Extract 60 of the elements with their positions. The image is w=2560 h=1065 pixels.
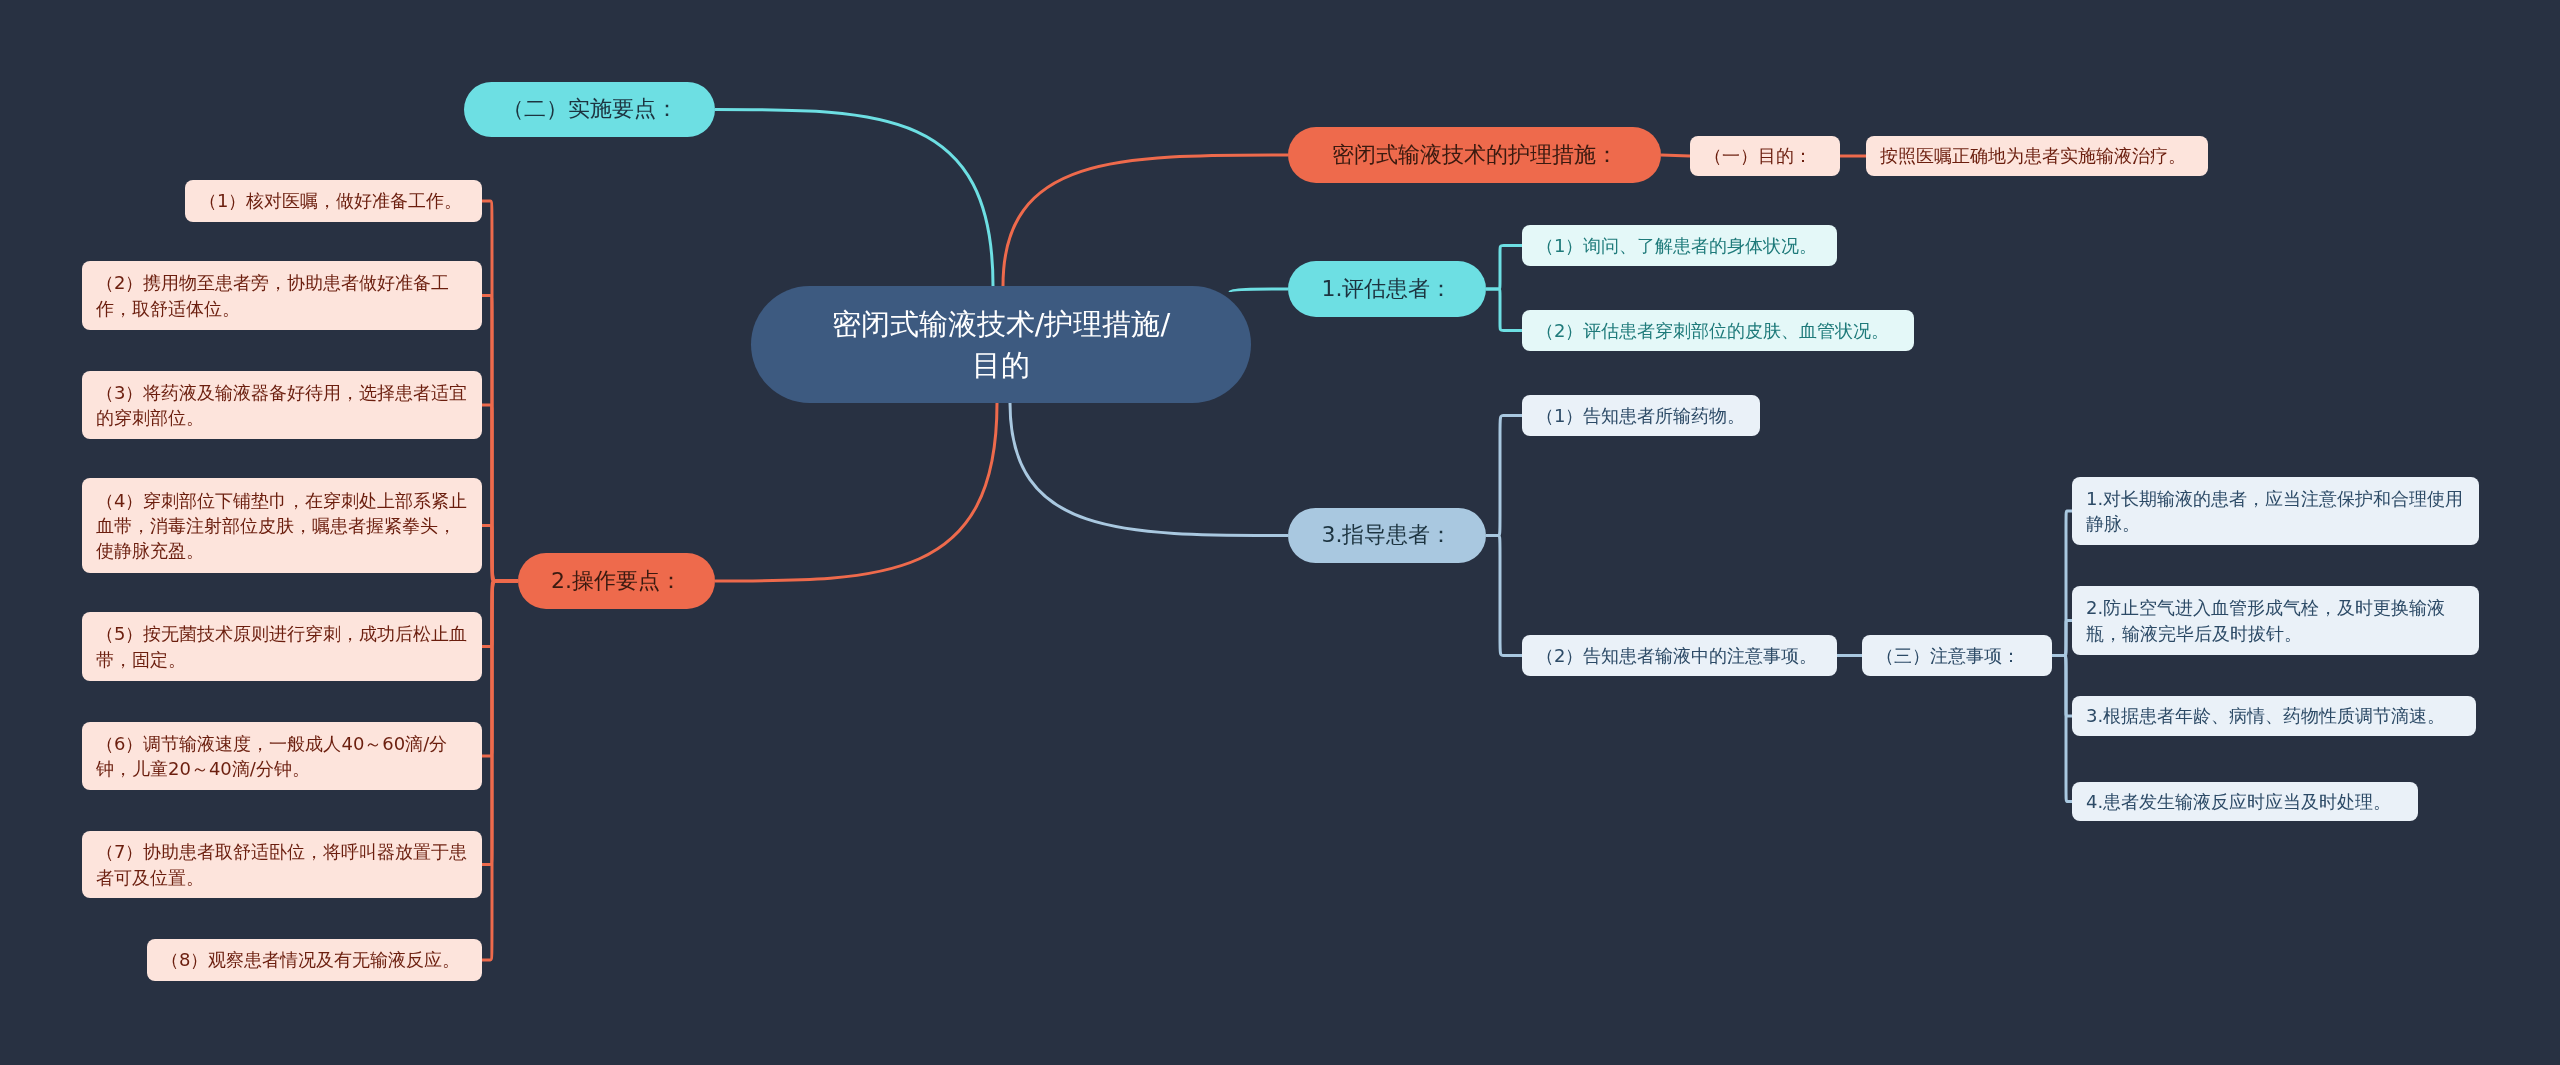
topic-text: 2.操作要点： (551, 566, 682, 595)
subtopic-box (2072, 696, 2476, 736)
topic-text: 1.对长期输液的患者，应当注意保护和合理使用静脉。 (2086, 486, 2465, 536)
topic-text: （1）告知患者所输药物。 (1536, 403, 1746, 428)
connector-line (715, 402, 999, 583)
subtopic-box (147, 939, 482, 981)
topic-text: （7）协助患者取舒适卧位，将呼叫器放置于患者可及位置。 (96, 840, 468, 890)
subtopic-box (82, 722, 482, 790)
topic-pill (1288, 127, 1661, 183)
connector-line (1229, 287, 1288, 294)
topic-text: （2）携用物至患者旁，协助患者做好准备工作，取舒适体位。 (96, 271, 451, 321)
subtopic-box (82, 261, 482, 330)
topic-text: 按照医嘱正确地为患者实施输液治疗。 (1880, 144, 2186, 169)
subtopic-box (185, 180, 482, 222)
subtopic-box (82, 371, 482, 439)
subtopic-box (2072, 782, 2418, 821)
topic-pill (1288, 508, 1486, 563)
topic-pill (1288, 261, 1486, 317)
connector-line (1001, 153, 1288, 287)
connector-line (1486, 287, 1522, 332)
topic-text: 3.根据患者年龄、病情、药物性质调节滴速。 (2086, 704, 2446, 729)
subtopic-box (2072, 586, 2479, 655)
topic-text: （三）注意事项： (1876, 643, 2020, 668)
connector-line (1486, 534, 1522, 657)
topic-text: （1）核对医嘱，做好准备工作。 (199, 189, 463, 214)
topic-text: （6）调节输液速度，一般成人40～60滴/分钟，儿童20～40滴/分钟。 (96, 731, 449, 781)
subtopic-box (2072, 477, 2479, 545)
topic-text: （8）观察患者情况及有无输液反应。 (161, 948, 461, 973)
topic-text: 3.指导患者： (1321, 521, 1453, 550)
topic-text: （1）询问、了解患者的身体状况。 (1536, 233, 1818, 258)
topic-pill (518, 553, 715, 609)
connector-line (1660, 153, 1691, 158)
topic-text: （二）实施要点： (501, 95, 678, 124)
connector-line (1840, 154, 1866, 158)
connector-line (715, 108, 995, 287)
topic-text: （5）按无菌技术原则进行穿刺，成功后松止血带，固定。 (96, 622, 468, 672)
topic-text: 1.评估患者： (1321, 274, 1453, 303)
subtopic-box (82, 478, 482, 573)
topic-text: （2）评估患者穿刺部位的皮肤、血管状况。 (1536, 318, 1890, 343)
subtopic-box (1862, 635, 2052, 676)
subtopic-box (1522, 635, 1837, 676)
topic-text: 密闭式输液技术的护理措施： (1331, 140, 1618, 169)
subtopic-box (1690, 136, 1840, 176)
subtopic-box (1522, 395, 1760, 436)
connector-line (1837, 654, 1862, 657)
topic-text: 密闭式输液技术/护理措施/目的 (830, 305, 1172, 384)
topic-text: （一）目的： (1704, 144, 1812, 169)
topic-text: （4）穿刺部位下铺垫巾，在穿刺处上部系紧止血带，消毒注射部位皮肤，嘱患者握紧拳头，使静脉充盈。 (96, 488, 468, 564)
subtopic-box (1522, 225, 1837, 266)
connector-line (1008, 402, 1288, 537)
topic-text: 4.患者发生输液反应时应当及时处理。 (2086, 789, 2392, 814)
topic-pill (464, 82, 715, 137)
subtopic-box (1866, 136, 2208, 176)
subtopic-box (82, 831, 482, 898)
connector-line (2052, 654, 2073, 803)
topic-text: （3）将药液及输液器备好待用，选择患者适宜的穿刺部位。 (96, 380, 468, 430)
subtopic-box (1522, 310, 1914, 351)
topic-text: （2）告知患者输液中的注意事项。 (1536, 643, 1818, 668)
subtopic-box (82, 612, 482, 681)
topic-text: 2.防止空气进入血管形成气栓，及时更换输液瓶，输液完毕后及时拔针。 (2086, 596, 2447, 646)
